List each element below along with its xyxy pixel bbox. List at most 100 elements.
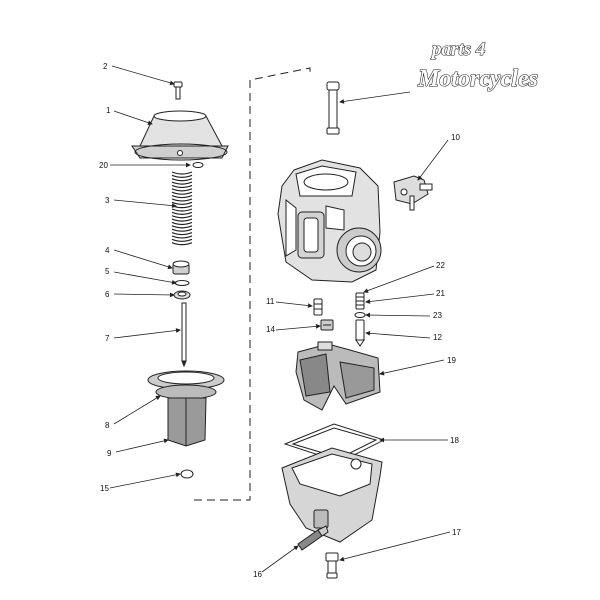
part-jet-needle-7 xyxy=(181,302,187,368)
spring-coil xyxy=(171,181,193,185)
callout-15: 15 xyxy=(100,484,109,493)
callout-23: 23 xyxy=(433,311,442,320)
part-o-ring-23 xyxy=(354,312,366,318)
leader-line xyxy=(275,325,321,331)
leader-arrowhead xyxy=(307,303,313,308)
leader-line xyxy=(417,139,449,181)
leader-arrowhead xyxy=(171,279,177,285)
part-screw-2 xyxy=(173,81,183,100)
leader-line xyxy=(113,110,153,125)
leader-arrowhead xyxy=(339,99,345,104)
leader-line xyxy=(365,293,435,303)
callout-1: 1 xyxy=(106,106,111,115)
leader-line xyxy=(379,359,445,375)
leader-arrowhead xyxy=(363,288,369,293)
callout-22: 22 xyxy=(436,261,445,270)
callout-18: 18 xyxy=(450,436,459,445)
part-o-ring-15 xyxy=(180,469,194,479)
assembly-boundary-dashed xyxy=(194,67,311,501)
leader-line xyxy=(113,293,175,296)
callout-11: 11 xyxy=(266,297,275,306)
callout-7: 7 xyxy=(105,334,110,343)
spring-coil xyxy=(171,174,193,178)
leader-arrowhead xyxy=(315,323,321,329)
part-top-cap-1 xyxy=(131,110,229,161)
callout-16: 16 xyxy=(253,570,262,579)
callout-14: 14 xyxy=(266,325,275,334)
part-spring-21 xyxy=(355,292,365,310)
leader-arrowhead xyxy=(365,299,371,304)
leader-arrowhead xyxy=(147,120,153,125)
logo-line-1: parts 4 xyxy=(430,39,485,60)
callout-10: 10 xyxy=(451,133,460,142)
spring-coil xyxy=(171,218,193,222)
leader-arrowhead xyxy=(379,437,385,443)
leader-arrowhead xyxy=(171,203,177,208)
part-diaphragm-8 xyxy=(147,370,225,400)
spring-coil xyxy=(171,215,193,219)
callout-20: 20 xyxy=(99,161,108,170)
part-clip-5 xyxy=(174,280,190,286)
leader-line xyxy=(113,249,173,269)
part-jet-11 xyxy=(313,298,323,316)
spring-coil xyxy=(171,231,193,236)
spring-coil xyxy=(171,191,193,195)
spring-coil xyxy=(171,178,193,182)
leader-line xyxy=(113,329,181,339)
leader-line xyxy=(109,473,181,489)
callout-5: 5 xyxy=(105,267,110,276)
callout-6: 6 xyxy=(105,290,110,299)
part-choke-10 xyxy=(393,175,433,211)
part-screw-16 xyxy=(297,525,329,551)
leader-arrowhead xyxy=(185,162,191,168)
callout-9: 9 xyxy=(107,449,112,458)
spring-coil xyxy=(171,208,193,212)
spring-coil xyxy=(171,235,193,239)
part-jet-14 xyxy=(320,319,334,331)
part-retainer-4 xyxy=(172,260,190,275)
leader-line xyxy=(113,395,161,425)
part-spring-3 xyxy=(171,171,193,246)
spring-coil xyxy=(171,228,193,232)
part-float-bowl xyxy=(281,447,383,543)
part-carb-body xyxy=(277,159,382,283)
part-drain-screw-17 xyxy=(325,552,339,579)
leader-arrowhead xyxy=(163,438,169,444)
leader-line xyxy=(363,265,435,293)
leader-line xyxy=(275,301,313,307)
spring-coil xyxy=(171,242,193,246)
part-washer-6 xyxy=(173,290,191,300)
spring-coil xyxy=(171,211,193,215)
spring-coil xyxy=(171,225,193,229)
leader-arrowhead xyxy=(167,264,173,270)
callout-4: 4 xyxy=(105,246,110,255)
leader-line xyxy=(365,314,431,317)
leader-lines xyxy=(109,65,451,573)
spring-coil xyxy=(171,171,193,175)
part-o-ring-20 xyxy=(192,162,204,168)
part-screw-12 xyxy=(355,319,365,347)
part-tube xyxy=(326,81,340,135)
callout-21: 21 xyxy=(436,289,445,298)
leader-line xyxy=(113,271,177,284)
callout-19: 19 xyxy=(447,356,456,365)
callout-3: 3 xyxy=(105,196,110,205)
callout-numbers: 2 1 20 3 4 5 6 7 8 9 15 10 22 21 11 23 1… xyxy=(99,62,461,579)
leader-arrowhead xyxy=(417,175,423,181)
leader-arrowhead xyxy=(155,395,161,401)
leader-line xyxy=(115,439,169,453)
callout-12: 12 xyxy=(433,333,442,342)
leader-line xyxy=(339,91,411,103)
leader-arrowhead xyxy=(169,292,175,298)
leader-arrowhead xyxy=(175,328,181,333)
leader-arrowhead xyxy=(365,330,371,336)
callout-8: 8 xyxy=(105,421,110,430)
leader-arrowhead xyxy=(365,312,371,318)
leader-arrowhead xyxy=(379,370,385,376)
spring-coil xyxy=(171,201,193,205)
leader-line xyxy=(365,332,431,339)
leader-arrowhead xyxy=(169,80,175,86)
logo-line-2: Motorcycles xyxy=(417,66,538,92)
part-float-19 xyxy=(295,341,381,411)
